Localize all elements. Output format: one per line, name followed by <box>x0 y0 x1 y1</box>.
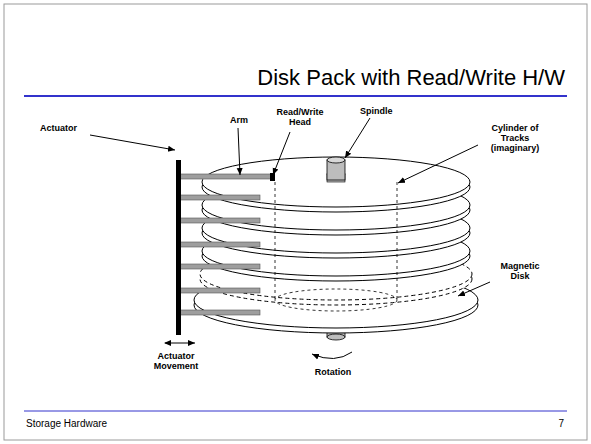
read-write-head <box>270 173 275 181</box>
arm <box>180 174 274 179</box>
arm <box>180 264 260 269</box>
part-label: Magnetic Disk <box>492 262 548 282</box>
arm <box>180 242 260 247</box>
arm <box>180 288 260 293</box>
disk-stack <box>176 157 478 340</box>
spindle <box>327 157 345 163</box>
part-label: Actuator <box>40 124 100 134</box>
magnetic-disk <box>180 157 470 212</box>
arm <box>180 310 260 315</box>
spindle-base <box>327 334 345 340</box>
actuator <box>176 160 181 335</box>
footer-rule <box>24 411 567 412</box>
cylinder-outline <box>275 182 276 300</box>
page-number: 7 <box>540 418 564 429</box>
cylinder-outline <box>397 182 398 300</box>
cylinder-outline <box>275 289 397 311</box>
title-rule <box>24 95 567 97</box>
part-label: Actuator Movement <box>146 352 206 372</box>
slide-title: Disk Pack with Read/Write H/W <box>257 66 565 90</box>
part-label: Arm <box>222 116 256 126</box>
part-label: Read/Write Head <box>270 108 330 128</box>
leader-lines <box>90 118 490 359</box>
part-label: Rotation <box>308 368 358 378</box>
part-label: Cylinder of Tracks (imaginary) <box>478 124 552 154</box>
part-label: Spindle <box>360 107 410 117</box>
arm <box>180 195 260 200</box>
arm <box>180 218 260 223</box>
footer-text: Storage Hardware <box>26 418 166 429</box>
slide-border <box>4 4 587 440</box>
